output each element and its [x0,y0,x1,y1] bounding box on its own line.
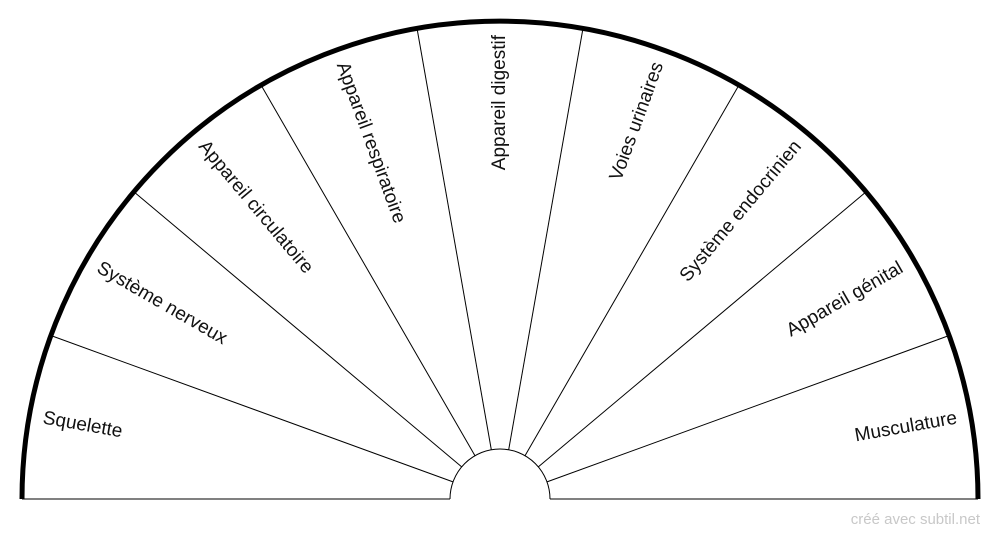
sector-label: Appareil respiratoire [332,59,410,226]
sector-divider [260,84,476,456]
sector-divider [546,335,950,483]
sector-divider [508,28,584,450]
sector-divider [133,191,463,468]
sector-label: Système nerveux [93,257,231,349]
sector-divider [537,191,867,468]
outer-arc [19,18,981,500]
sector-label: Musculature [853,408,959,447]
sector-divider [524,84,740,456]
sector-label: Appareil circulatoire [194,136,317,277]
sector-dividers [50,28,950,483]
sector-label: Squelette [41,408,124,443]
sector-label: Appareil génital [783,257,907,341]
sector-divider [50,335,454,483]
center-hub [449,448,551,500]
sector-divider [416,28,492,450]
sector-label: Voies urinaires [606,59,668,183]
footer-credit: créé avec subtil.net [850,511,980,528]
sector-label: Appareil digestif [489,34,510,170]
sector-label: Système endocrinien [676,136,806,285]
